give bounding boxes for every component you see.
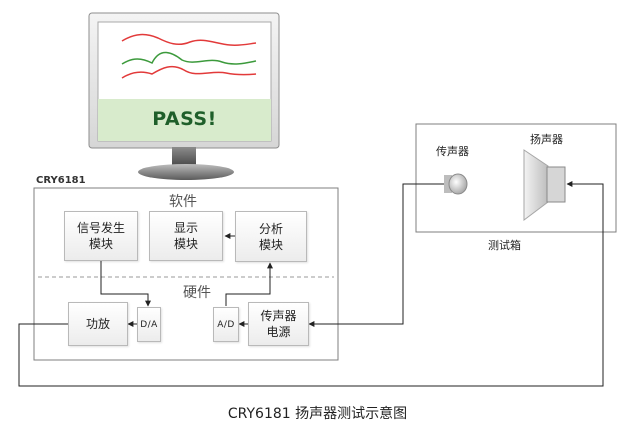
arrow-amp-to-speaker bbox=[18, 181, 604, 387]
analysis-line1: 分析 bbox=[258, 221, 283, 236]
signal-generator-line1: 信号发生 bbox=[76, 221, 125, 235]
dac-module: D/A bbox=[137, 307, 161, 342]
dac-label: D/A bbox=[140, 319, 158, 330]
arrow-signal-to-dac bbox=[100, 261, 151, 307]
diagram-caption: CRY6181 扬声器测试示意图 bbox=[227, 406, 408, 422]
pass-text: PASS! bbox=[152, 108, 217, 130]
speaker-label: 扬声器 bbox=[530, 133, 563, 146]
monitor-base bbox=[138, 164, 234, 180]
mic-power-line1: 传声器 bbox=[260, 309, 297, 323]
amplifier-module: 功放 bbox=[68, 302, 128, 346]
mic-power-line2: 电源 bbox=[266, 325, 291, 339]
display-line1: 显示 bbox=[173, 221, 198, 235]
curve-green bbox=[121, 51, 257, 65]
adc-module: A/D bbox=[213, 307, 239, 342]
microphone-label: 传声器 bbox=[436, 145, 469, 158]
signal-generator-line2: 模块 bbox=[88, 237, 113, 251]
mic-power-module: 传声器 电源 bbox=[248, 302, 309, 346]
test-box-label: 测试箱 bbox=[488, 239, 521, 252]
arrow-adc-to-analysis bbox=[225, 262, 273, 306]
display-module: 显示 模块 bbox=[149, 211, 223, 261]
monitor-stand bbox=[172, 147, 196, 165]
signal-generator-module: 信号发生 模块 bbox=[64, 211, 138, 261]
pass-panel bbox=[98, 99, 271, 141]
curve-red-bottom bbox=[121, 65, 257, 79]
curve-red-top bbox=[121, 33, 257, 46]
analysis-module: 分析 模块 bbox=[235, 211, 307, 262]
arrow-mic-to-micpower bbox=[308, 183, 444, 327]
analysis-line2: 模块 bbox=[258, 237, 283, 252]
adc-label: A/D bbox=[217, 319, 235, 330]
software-label: 软件 bbox=[169, 194, 197, 210]
speaker-icon bbox=[523, 149, 566, 221]
monitor-icon bbox=[88, 12, 280, 180]
hardware-label: 硬件 bbox=[183, 285, 211, 301]
display-line2: 模块 bbox=[173, 237, 198, 251]
microphone-icon bbox=[444, 173, 468, 195]
amplifier-label: 功放 bbox=[85, 317, 110, 331]
system-title: CRY6181 bbox=[36, 175, 86, 186]
